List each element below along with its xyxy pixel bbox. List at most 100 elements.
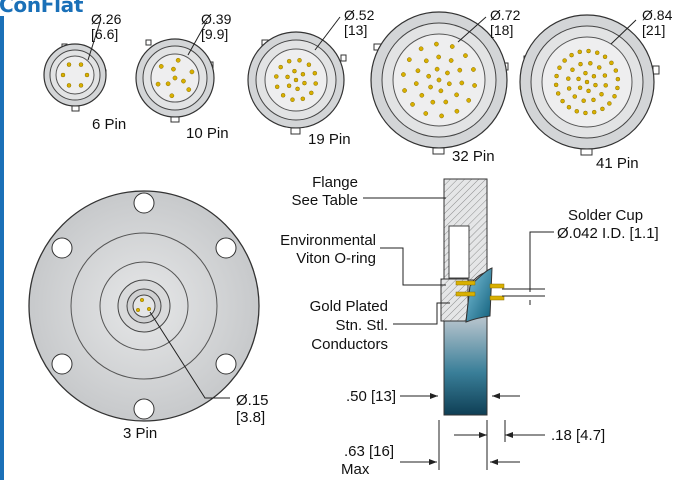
callout-oring-line2: Viton O-ring <box>296 250 376 267</box>
pin-dot <box>584 79 590 85</box>
pin-dot <box>415 68 421 74</box>
callout-solder-line1: Solder Cup <box>568 207 644 224</box>
pin-dot <box>586 88 591 94</box>
callout-conductor-line1: Gold Plated <box>309 298 388 315</box>
pin-dot <box>300 71 306 77</box>
dia-6-pin-in: Ø.26 <box>91 11 122 27</box>
label-3-pin: 3 Pin <box>123 425 158 442</box>
connector-6-pin <box>43 43 107 112</box>
connector-41-pin <box>519 14 660 156</box>
pin-dot <box>439 113 444 119</box>
pin-dot <box>312 70 318 76</box>
dia-6-pin-mm: [6.6] <box>91 26 119 42</box>
pin-dot <box>445 70 450 76</box>
pin-dot <box>434 41 439 47</box>
dia-19-pin-mm: [13] <box>344 22 368 38</box>
pin-dot <box>290 97 295 102</box>
pin-dot <box>583 70 588 76</box>
pin-dot <box>600 106 605 112</box>
dim-tail: .18 [4.7] <box>551 427 606 444</box>
pin-dot <box>297 58 302 63</box>
pin-dot <box>566 86 572 91</box>
dia-10-pin-in: Ø.39 <box>201 11 232 27</box>
pin-dot <box>591 97 596 103</box>
label-10-pin: 10 Pin <box>186 125 229 142</box>
pin-dot <box>446 81 452 87</box>
dim-length: .50 [13] <box>345 388 396 405</box>
pin-dot <box>66 62 72 67</box>
dia-41-pin-in: Ø.84 <box>642 7 673 23</box>
pin-dot <box>292 68 297 74</box>
pin-dot <box>607 101 612 106</box>
pin-dot <box>419 92 425 98</box>
dia-32-pin-in: Ø.72 <box>490 7 521 23</box>
dia-41-pin-mm: [21] <box>642 22 666 38</box>
flange-face-view <box>28 190 260 422</box>
pin-dot <box>280 93 286 98</box>
pin-dot <box>426 73 432 79</box>
pin-dot <box>423 58 429 64</box>
pin-dot <box>609 60 614 66</box>
pin-dot <box>574 109 580 114</box>
pin-dot <box>591 73 597 79</box>
callout-solder-line2: Ø.042 I.D. [1.1] <box>557 225 659 242</box>
pin-dot <box>554 73 559 79</box>
pin-dot <box>302 80 307 86</box>
pin-dot <box>615 85 620 91</box>
pin-dot <box>463 53 468 58</box>
callout-conductor-line3: Conductors <box>311 336 388 353</box>
page-heading: ConFlat <box>0 0 84 17</box>
pin-dot <box>434 66 440 72</box>
pin-dot <box>66 83 72 88</box>
pin-dot <box>286 58 292 64</box>
pin-dot <box>454 108 460 114</box>
pin-dot <box>466 98 472 103</box>
pin-dot <box>583 110 588 116</box>
pin-dot <box>309 90 314 96</box>
pin-dot <box>472 83 477 88</box>
pin-dot <box>438 88 444 94</box>
pin-dot <box>454 92 459 98</box>
pin-dot <box>295 86 300 92</box>
pin-dot <box>165 81 171 87</box>
pin-dot <box>562 58 567 63</box>
pin-dot <box>577 49 583 55</box>
pin-dot <box>410 102 415 107</box>
label-41-pin: 41 Pin <box>596 155 639 172</box>
pin-dot <box>443 99 449 105</box>
pin-dot <box>278 64 283 70</box>
pin-dot <box>578 61 583 67</box>
pin-dot <box>423 111 429 116</box>
pin-dot <box>572 94 578 99</box>
section-leaders <box>363 197 554 325</box>
pin-dot <box>594 50 600 55</box>
connector-32-pin <box>370 11 509 155</box>
pin-dot <box>169 93 175 99</box>
dia-32-pin-mm: [18] <box>490 22 514 38</box>
pin-dot <box>599 91 604 97</box>
pin-dot <box>613 68 619 73</box>
pin-dot <box>593 82 598 88</box>
pin-dot <box>603 83 608 88</box>
pin-dot <box>402 88 407 93</box>
pin-dot <box>313 81 318 86</box>
pin-dot <box>286 83 292 89</box>
pin-dot <box>577 85 583 91</box>
pin-dot <box>285 74 290 80</box>
connector-19-pin <box>247 31 347 135</box>
pin-dot <box>569 52 574 58</box>
pin-dot <box>274 84 280 90</box>
pin-dot <box>189 69 195 75</box>
pin-dot <box>406 57 412 62</box>
pin-dot <box>78 62 84 67</box>
diameter-leaders <box>87 16 637 61</box>
label-6-pin: 6 Pin <box>92 116 127 133</box>
pin-dot <box>172 75 178 81</box>
pin-dot <box>60 72 66 78</box>
pin-dot <box>418 46 424 52</box>
pin-dot <box>158 64 164 69</box>
pin-dot <box>457 67 463 73</box>
pin-dot <box>615 76 621 82</box>
